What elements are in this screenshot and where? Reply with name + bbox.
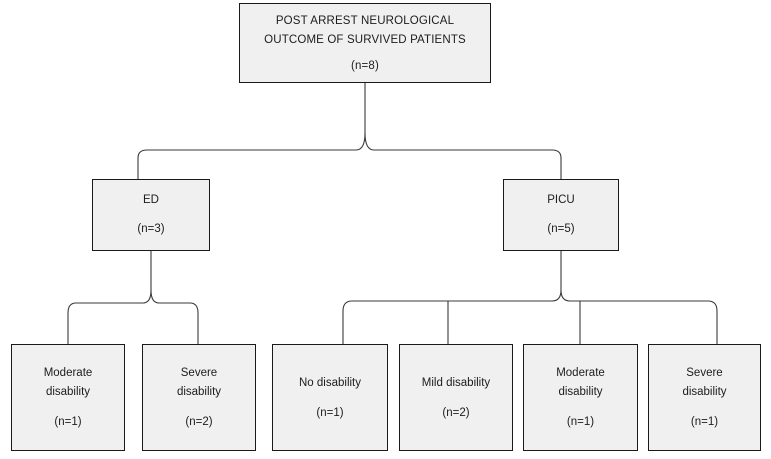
node-picu-severe-disability-count: (n=1) [690, 415, 719, 428]
node-root-count: (n=8) [351, 59, 379, 72]
node-ed-severe-disability: Severe disability (n=2) [142, 344, 256, 451]
connector-ed-to-severe [150, 289, 199, 344]
node-picu-mild-disability-count: (n=2) [442, 406, 470, 419]
node-ed-count: (n=3) [137, 223, 165, 236]
connector-ed-stem [67, 251, 152, 344]
node-picu-title: PICU [547, 194, 575, 206]
node-picu-moderate-disability-count: (n=1) [566, 415, 595, 428]
node-ed: ED (n=3) [92, 179, 210, 251]
node-ed-title: ED [143, 194, 159, 206]
node-root-title: POST ARREST NEUROLOGICAL OUTCOME OF SURV… [264, 14, 466, 46]
node-ed-moderate-disability-title: Moderate disability [43, 367, 93, 398]
node-ed-severe-disability-title: Severe disability [176, 367, 222, 398]
node-picu-no-disability: No disability (n=1) [272, 344, 388, 451]
node-picu-mild-disability: Mild disability (n=2) [399, 344, 513, 451]
node-picu-severe-disability: Severe disability (n=1) [648, 344, 761, 451]
node-root: POST ARREST NEUROLOGICAL OUTCOME OF SURV… [239, 3, 491, 83]
connector-picu-stem [342, 251, 562, 344]
node-picu-count: (n=5) [547, 223, 575, 236]
node-picu-no-disability-count: (n=1) [316, 406, 344, 419]
node-ed-moderate-disability: Moderate disability (n=1) [11, 344, 125, 451]
node-picu-severe-disability-title: Severe disability [682, 367, 727, 398]
node-ed-severe-disability-count: (n=2) [185, 415, 213, 428]
node-picu-moderate-disability-title: Moderate disability [556, 367, 605, 398]
node-picu: PICU (n=5) [503, 179, 619, 251]
node-picu-no-disability-title: No disability [299, 376, 361, 389]
node-picu-moderate-disability: Moderate disability (n=1) [523, 344, 638, 451]
connector-root-stem [137, 83, 366, 179]
connector-picu-bar-right [560, 289, 718, 344]
connector-root-to-picu [364, 132, 562, 179]
node-ed-moderate-disability-count: (n=1) [54, 415, 82, 428]
node-picu-mild-disability-title: Mild disability [421, 376, 491, 389]
